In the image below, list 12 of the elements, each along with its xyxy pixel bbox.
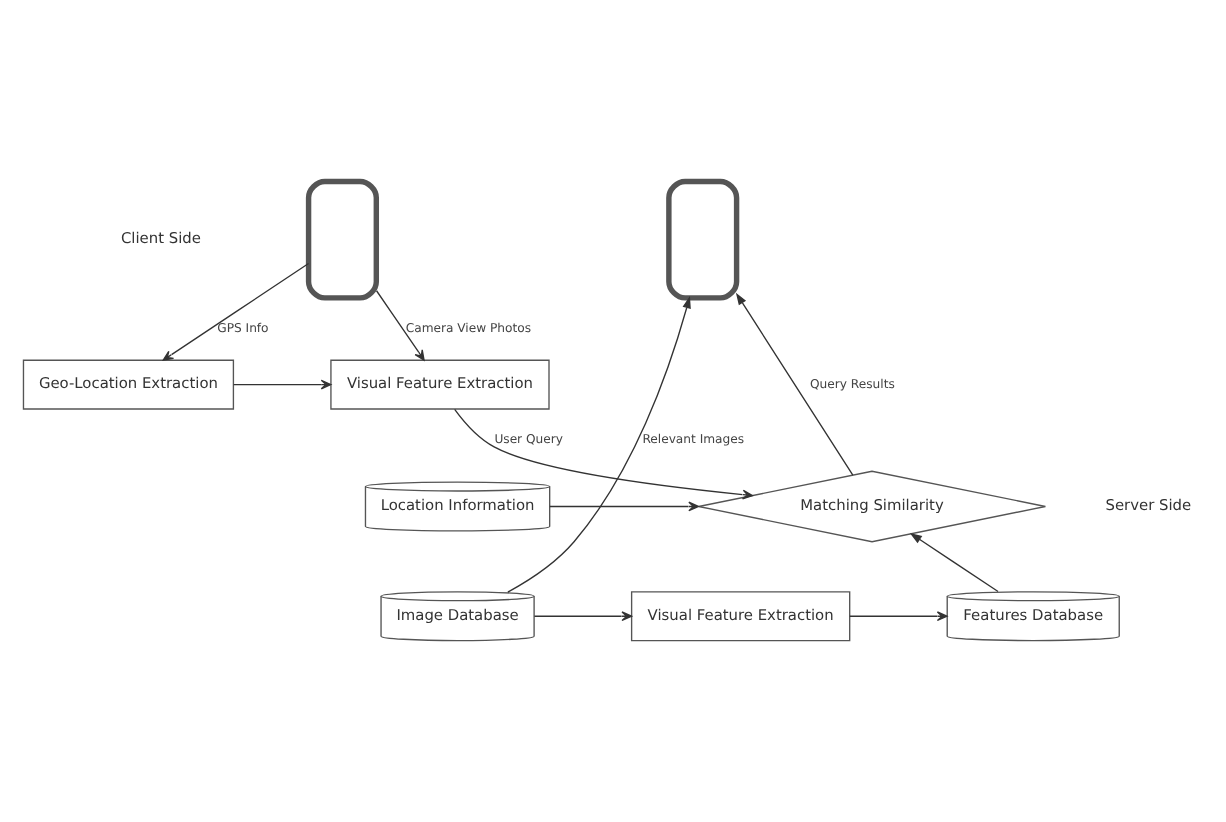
arrow	[549, 501, 700, 512]
arrow	[375, 290, 425, 361]
arrow	[454, 408, 754, 500]
arrow	[162, 262, 310, 361]
arrow	[507, 296, 691, 593]
arrow	[909, 532, 999, 593]
node-phone	[666, 178, 740, 301]
arrow	[735, 292, 854, 476]
arrow	[533, 611, 633, 622]
arrow	[849, 611, 948, 622]
arrow	[233, 379, 332, 390]
node-phone	[305, 178, 379, 301]
